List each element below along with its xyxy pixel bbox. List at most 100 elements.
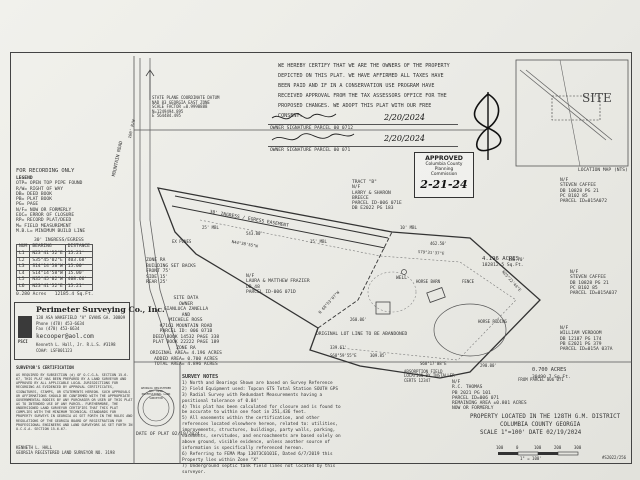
parcel-line: PB E2021 PG 379 <box>560 341 602 347</box>
north-arrow <box>145 69 155 100</box>
parcel-caffee-1: N/F STEVEN CAFFEE DB 10828 PG 21 PC B102… <box>560 178 607 204</box>
survey-notes-title: SURVEY NOTES <box>182 374 219 380</box>
surveyor-signer: KENNETH L. HALL <box>16 445 53 450</box>
table-cell: N23°41'52"E <box>29 283 66 292</box>
legend-item: M= FIELD MEASUREMENT <box>16 223 72 229</box>
parcel-line: N/F <box>352 185 361 191</box>
label-original-lot: ORIGINAL LOT LINE TO BE ABANDONED <box>316 332 408 337</box>
cert-line-5: PROPOSED CHANGES. WE ADOPT THIS PLAT WIT… <box>278 102 432 109</box>
horse-riding-ring <box>433 303 507 357</box>
approval-line-3: Commission <box>430 172 458 177</box>
table-cell: L6 <box>15 283 31 292</box>
site-data-line: PARCEL ID: 006 071B <box>159 329 213 334</box>
owner-certificate: WE HEREBY CERTIFY THAT WE ARE THE OWNERS… <box>278 62 450 122</box>
road-edge-west <box>139 58 171 351</box>
site-data-line: ZONE RA <box>176 345 196 351</box>
site-data-title: SITE DATA <box>173 296 199 301</box>
parcel-line: STEVEN CAFFEE <box>560 183 596 189</box>
signature-line-1 <box>268 124 458 125</box>
parcel-line: DB E2022 PG 183 <box>352 206 394 212</box>
table-cell: 15.21' <box>64 283 93 292</box>
zone-line: REAR 25' <box>146 280 169 285</box>
survey-note: 4) This plat has been calculated for clo… <box>182 404 341 416</box>
parcel-line: TRACT "B" <box>352 180 377 185</box>
parcel-verdoom: N/F WILLIAM VERDOOM DB 12187 PG 174 PB E… <box>560 326 613 352</box>
label-acres-sqft: 182812.5 Sq.Ft. <box>482 263 524 268</box>
survey-notes: SURVEY NOTES 1) North and Bearings Shown… <box>182 374 348 476</box>
locmap-site-outline <box>551 95 601 121</box>
parcel-line: PARCEL ID=015A 037A <box>560 347 613 353</box>
parcel-line: PB 2021 PG 101 <box>452 390 491 396</box>
company-surveyor: Kenneth L. Hall, Jr. R.L.S. #3198 <box>36 342 116 347</box>
signature-date-1: 2/20/2024 <box>384 113 426 122</box>
label-fence: FENCE <box>462 279 475 284</box>
site-data-line: ORIGINAL AREA= 4.196 ACRES <box>150 351 222 356</box>
survey-note: 3) Radial Survey with Redundant Measurem… <box>182 392 323 404</box>
site-data-line: OWNER <box>179 301 193 307</box>
owner-signature-label-2: OWNER SIGNATURE PARCEL 00 071 <box>270 148 351 153</box>
property-line-3: SCALE 1"=100' DATE 02/19/2024 <box>480 430 582 436</box>
label-acres-main: 4.196 ACRES <box>482 256 520 262</box>
table-cell: L1 <box>15 250 31 259</box>
parcel-frazier: N/F LAURA & MATTHEW FRAZIER DB 48 PARCEL… <box>246 274 310 295</box>
datum-line-1: STATE PLANE COORDINATE DATUM <box>152 95 220 100</box>
label-distance-1: 462.50' <box>430 241 447 246</box>
parcel-line: LARRY & SHARON <box>352 190 391 196</box>
label-acres-added: 0.700 ACRES <box>532 367 567 373</box>
table-cell: S14°14'58"W <box>29 263 66 272</box>
zone-line: ZONE RA <box>146 258 166 263</box>
scale-tick-label: 300 <box>574 445 582 450</box>
label-absorption: ABSORPTION FIELD LOCATION BY INSTALLER C… <box>404 369 455 383</box>
label-acres-added-sqft: 30490.7 Sq.Ft. <box>532 375 571 380</box>
recording-only: FOR RECORDING ONLY <box>16 168 75 174</box>
parcel-line: BREECE <box>352 195 369 201</box>
label-bearing-5: S68°17'08"E <box>420 361 447 366</box>
site-data-line: PLAT BOOK 22222 PAGE 189 <box>152 340 220 345</box>
scale-caption: 1" = 100' <box>520 456 542 461</box>
parcel-line: PARCEL ID-006 071E <box>352 201 402 207</box>
legend-item: RP= RECORD PLAT/DEED <box>16 218 72 224</box>
parcel-line: WILLIAM VERDOOM <box>560 331 602 337</box>
label-distance-8: 260.06' <box>350 317 367 322</box>
label-from-parcel: FROM PARCEL 006 071 <box>518 377 564 382</box>
table-cell: N23°41'52"E <box>29 250 66 259</box>
easement-table-title: 30' INGRESS/EGRESS <box>34 238 84 243</box>
road-edge-east <box>149 58 179 351</box>
survey-note: 7) Underground septic tank field lines n… <box>182 463 336 475</box>
scale-tick-label: 0 <box>516 445 519 450</box>
owner-signature-1 <box>271 113 337 120</box>
parcel-boundary <box>156 187 541 379</box>
signature-date-2: 2/20/2024 <box>384 134 426 143</box>
parcel-line: N/F <box>560 326 569 331</box>
parcel-line: DB 48 <box>246 284 260 290</box>
parcel-thomas: N/F R.C. THOMAS PB 2021 PG 101 PARCEL ID… <box>452 380 527 412</box>
site-data-line: DEED BOOK 14532 PAGE 338 <box>152 334 220 340</box>
drawing-border <box>10 52 632 464</box>
legend-item: EOC= ERROR OF CLOSURE <box>16 212 75 218</box>
surveyor-cert-heading: SURVEYOR'S CERTIFICATION <box>16 365 74 370</box>
property-line-1: PROPERTY LOCATED IN THE 128TH G.M. DISTR… <box>470 414 621 420</box>
label-well: WELL <box>396 276 408 281</box>
legend-item: DB= DEED BOOK <box>16 191 52 197</box>
approval-line-2: Planning <box>434 167 454 172</box>
scale-tick-label: 100 <box>534 445 542 450</box>
owner-signature-2 <box>271 133 355 141</box>
signature-line-2 <box>268 146 458 147</box>
label-horse-barn: HORSE BARN <box>416 279 441 284</box>
surveyor-cert-text: AS REQUIRED BY SUBSECTION (d) OF O.C.G.A… <box>16 373 133 431</box>
locmap-road-1 <box>519 69 607 141</box>
legend-item: N/F= NOW OR FORMERLY <box>16 207 72 213</box>
company-block <box>14 302 130 360</box>
parcel-line: DB 10828 PG 21 <box>560 188 599 194</box>
datum-line-5: E 564484.495 <box>152 113 181 119</box>
parcel-line: PARCEL ID=015A037 <box>570 291 618 297</box>
survey-note: 6) Referring to FEMA Map 13073C0101E, Da… <box>182 452 333 463</box>
legend-item: PG= PAGE <box>16 202 39 208</box>
scale-tick-label: 100 <box>496 445 504 450</box>
survey-note: 5) All easements within the certificatio… <box>182 416 341 452</box>
